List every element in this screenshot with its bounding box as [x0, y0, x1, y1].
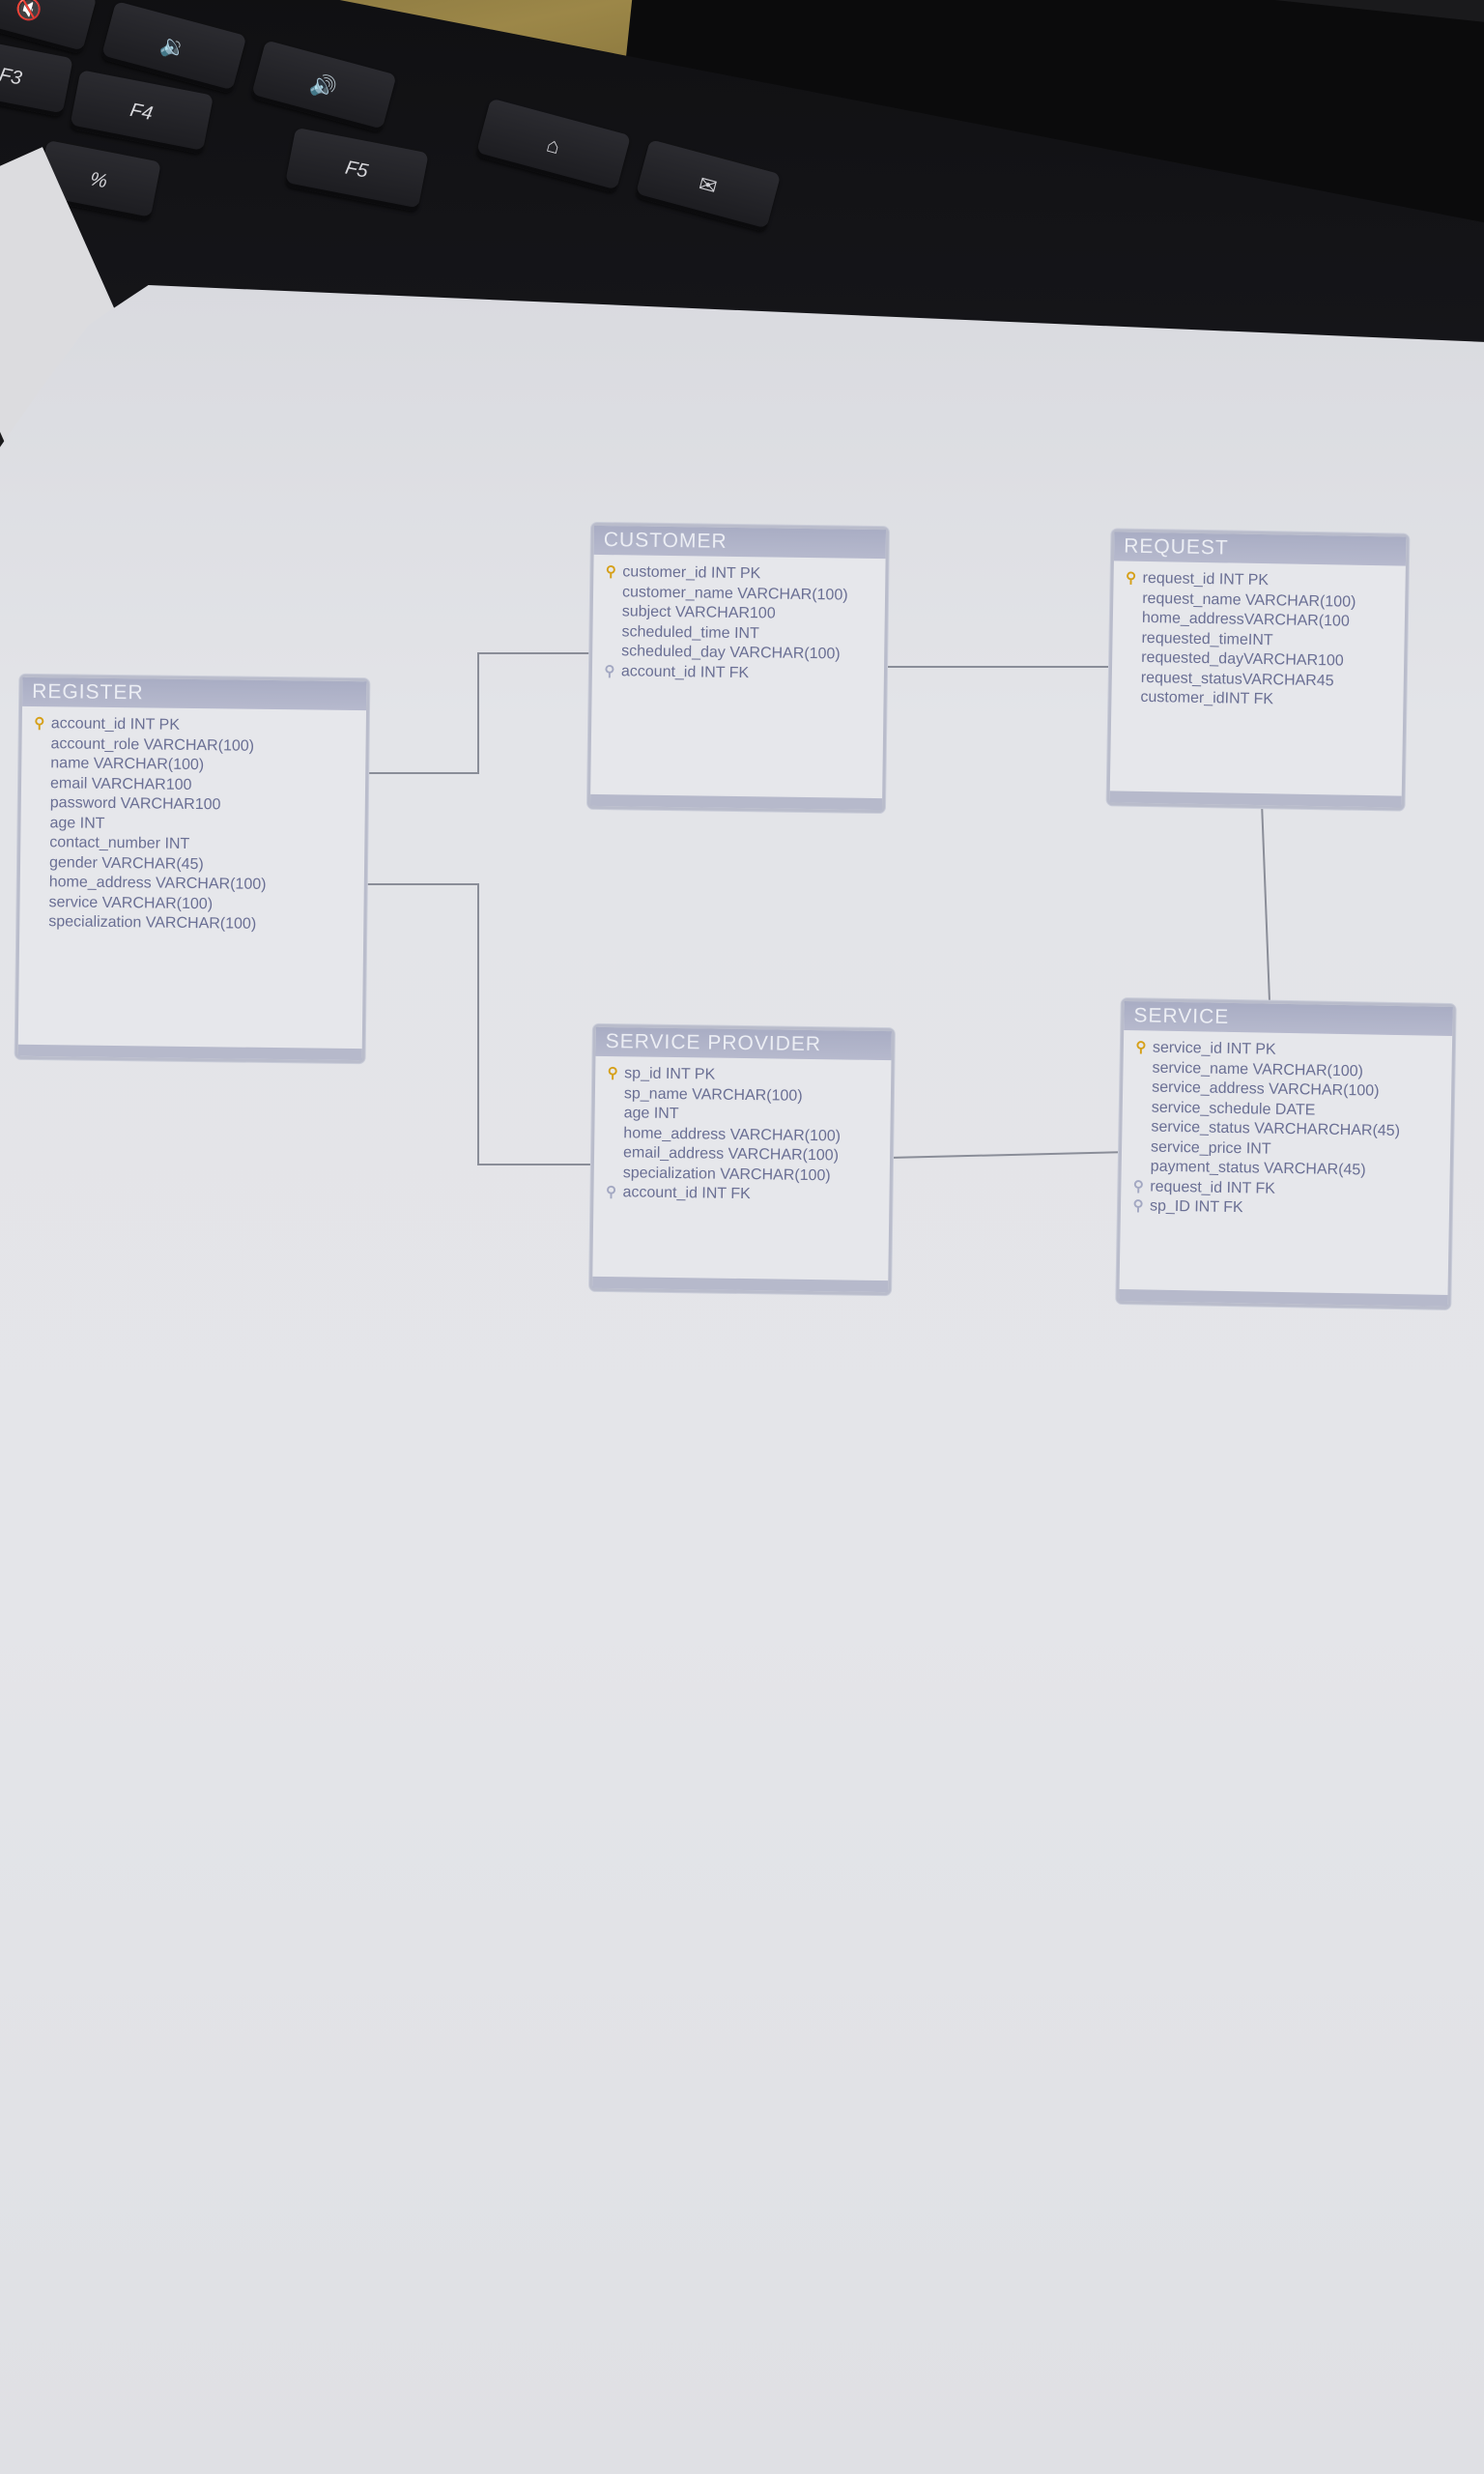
attribute-text: requested_timeINT [1141, 629, 1273, 648]
attribute-text: account_role VARCHAR(100) [50, 734, 255, 755]
attribute-text: subject VARCHAR100 [621, 603, 776, 622]
entity-footer [1119, 1289, 1448, 1307]
foreign-key-icon: ⚲ [605, 1184, 617, 1201]
entity-attribute: ⚲ account_id INT FK [602, 662, 876, 685]
attribute-text: age INT [623, 1105, 679, 1123]
foreign-key-icon: ⚲ [604, 662, 615, 679]
attribute-text: sp_ID INT FK [1149, 1197, 1243, 1217]
relationship-register-service-provider [364, 883, 592, 1165]
foreign-key-icon: ⚲ [1132, 1197, 1144, 1215]
attribute-text: password VARCHAR100 [49, 794, 221, 814]
entity-attribute: ⚲ sp_ID INT FK [1130, 1196, 1441, 1222]
attribute-text: sp_name VARCHAR(100) [623, 1084, 803, 1105]
attribute-text: email VARCHAR100 [49, 774, 192, 793]
attribute-text: request_id INT FK [1150, 1178, 1276, 1197]
attribute-text: home_address VARCHAR(100) [48, 874, 267, 893]
primary-key-icon: ⚲ [1125, 569, 1137, 587]
entity-footer [589, 793, 883, 811]
attribute-text: service_id INT PK [1152, 1039, 1276, 1058]
attribute-text: service VARCHAR(100) [48, 893, 214, 912]
attribute-text: service_schedule DATE [1151, 1099, 1316, 1119]
foreign-key-icon: ⚲ [1132, 1177, 1145, 1194]
primary-key-icon: ⚲ [605, 563, 616, 581]
entity-title: SERVICE PROVIDER [595, 1026, 892, 1061]
entity-attribute: customer_idINT FK [1121, 688, 1395, 712]
entity-footer [592, 1276, 889, 1293]
attribute-text: name VARCHAR(100) [50, 755, 205, 774]
entity-title: REGISTER [22, 676, 367, 711]
attribute-text: age INT [49, 814, 105, 832]
attribute-text: customer_idINT FK [1140, 688, 1274, 708]
attribute-text: gender VARCHAR(45) [48, 853, 204, 873]
attribute-text: account_id INT FK [622, 1184, 751, 1203]
entity-attribute: specialization VARCHAR(100) [29, 912, 356, 936]
attribute-text: account_id INT PK [50, 715, 181, 734]
attribute-text: contact_number INT [49, 834, 190, 852]
relationship-service-provider-service [888, 1151, 1131, 1159]
attribute-text: scheduled_time INT [621, 622, 759, 642]
attribute-text: specialization VARCHAR(100) [48, 913, 257, 933]
relationship-register-customer [364, 652, 591, 774]
primary-key-icon: ⚲ [34, 714, 45, 733]
entity-footer [1109, 791, 1402, 808]
attribute-text: service_price INT [1150, 1138, 1271, 1158]
attribute-text: request_id INT PK [1142, 569, 1270, 590]
attribute-text: sp_id INT PK [624, 1065, 716, 1083]
entity-title: CUSTOMER [593, 525, 887, 560]
entity-title: SERVICE [1124, 1001, 1453, 1036]
attribute-text: account_id INT FK [620, 662, 750, 681]
attribute-text: customer_id INT PK [622, 563, 761, 583]
entity-attribute: ⚲ account_id INT FK [603, 1183, 881, 1207]
entity-title: REQUEST [1113, 532, 1407, 566]
primary-key-icon: ⚲ [1135, 1039, 1147, 1056]
entity-footer [17, 1044, 362, 1061]
primary-key-icon: ⚲ [607, 1065, 618, 1082]
relationship-request-service [1261, 801, 1270, 1002]
